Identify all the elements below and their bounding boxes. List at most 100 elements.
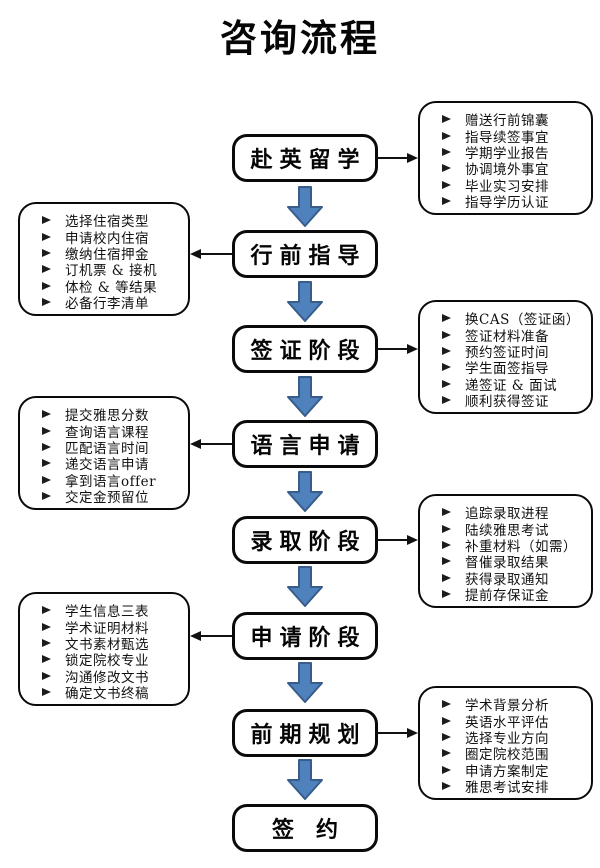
item-text: 确定文书终稿 [65,686,149,703]
list-item: 预约签证时间 [442,343,591,361]
arrow-bullet-icon [42,688,51,697]
arrow-bullet-icon [442,379,451,388]
list-item: 圈定院校范围 [442,745,591,764]
item-text: 交定金预留位 [65,490,149,507]
arrow-bullet-icon [42,442,51,451]
arrow-bullet-icon [442,314,451,323]
list-item: 体检 & 等结果 [42,278,188,296]
item-text: 雅思考试安排 [465,780,549,797]
item-text: 换CAS（签证函） [465,312,580,329]
list-item: 获得录取通知 [442,570,591,588]
panel-language-tasks: 提交雅思分数 查询语言课程 匹配语言时间 递交语言申请 拿到语言offer 交定… [18,396,190,510]
arrow-bullet-icon [442,180,451,189]
list-item: 选择住宿类型 [42,212,188,230]
item-text: 申请方案制定 [465,763,549,780]
step-box-language-application: 语言申请 [232,420,378,468]
list-item: 追踪录取进程 [442,504,591,523]
item-text: 指导续签事宜 [465,129,549,146]
item-text: 追踪录取进程 [465,506,549,523]
list-item: 提交雅思分数 [42,406,188,425]
arrow-bullet-icon [42,638,51,647]
step-label: 录取阶段 [250,530,367,555]
arrow-bullet-icon [42,655,51,664]
connector-left-arrow-icon [190,249,232,259]
item-text: 学生面签指导 [465,361,549,378]
item-text: 协调境外事宜 [465,162,549,179]
item-text: 拿到语言offer [65,473,157,490]
list-item: 申请校内住宿 [42,228,188,247]
item-text: 陆续雅思考试 [465,522,549,539]
item-text: 递交语言申请 [65,457,149,474]
list-item: 确定文书终稿 [42,684,188,703]
arrow-bullet-icon [442,508,451,517]
list-item: 签证材料准备 [442,326,591,345]
item-text: 学生信息三表 [65,604,149,621]
step-box-application-stage: 申请阶段 [232,612,378,660]
arrow-bullet-icon [42,426,51,435]
step-box-pre-departure: 行前指导 [232,230,378,278]
item-text: 赠送行前锦囊 [465,113,549,130]
list-item: 督催录取结果 [442,553,591,572]
arrow-bullet-icon [442,765,451,774]
arrow-bullet-icon [442,732,451,741]
list-item: 顺利获得签证 [442,392,591,410]
item-text: 提交雅思分数 [65,408,149,425]
list-item: 毕业实习安排 [442,177,591,195]
arrow-bullet-icon [442,396,451,405]
item-text: 毕业实习安排 [465,178,549,195]
item-text: 体检 & 等结果 [65,279,158,296]
item-text: 圈定院校范围 [465,747,549,764]
list-item: 指导学历认证 [442,193,591,211]
step-label: 赴英留学 [250,148,367,173]
list-item: 雅思考试安排 [442,778,591,797]
panel-planning-tasks: 学术背景分析 英语水平评估 选择专业方向 圈定院校范围 申请方案制定 雅思考试安… [418,686,593,800]
arrow-bullet-icon [42,492,51,501]
item-text: 缴纳住宿押金 [65,246,149,263]
down-arrow-icon [287,471,323,512]
list-item: 学术背景分析 [442,696,591,715]
item-text: 督催录取结果 [465,555,549,572]
list-item: 缴纳住宿押金 [42,245,188,263]
arrow-bullet-icon [42,622,51,631]
list-item: 学术证明材料 [42,618,188,637]
down-arrow-icon [287,281,323,322]
down-arrow-icon [287,376,323,417]
arrow-bullet-icon [42,298,51,307]
arrow-bullet-icon [42,671,51,680]
list-item: 锁定院校专业 [42,651,188,669]
connector-left-arrow-icon [190,631,232,641]
arrow-bullet-icon [442,749,451,758]
connector-right-arrow-icon [376,728,418,738]
item-text: 文书素材甄选 [65,636,149,653]
step-label: 行前指导 [250,244,367,269]
item-text: 选择专业方向 [465,730,549,747]
connector-right-arrow-icon [376,344,418,354]
item-text: 获得录取通知 [465,571,549,588]
list-item: 英语水平评估 [442,712,591,731]
arrow-bullet-icon [442,164,451,173]
connector-left-arrow-icon [190,439,232,449]
arrow-bullet-icon [442,700,451,709]
arrow-bullet-icon [42,248,51,257]
list-item: 补重材料（如需） [442,537,591,555]
list-item: 协调境外事宜 [442,160,591,179]
item-text: 学术背景分析 [465,698,549,715]
arrow-bullet-icon [442,557,451,566]
list-item: 递交语言申请 [42,455,188,474]
step-label: 前期规划 [250,723,367,748]
item-text: 学期学业报告 [465,145,549,162]
arrow-bullet-icon [442,363,451,372]
panel-visa-tasks: 换CAS（签证函） 签证材料准备 预约签证时间 学生面签指导 递签证 & 面试 … [418,300,593,414]
panel-after-arrival-services: 赠送行前锦囊 指导续签事宜 学期学业报告 协调境外事宜 毕业实习安排 指导学历认… [418,101,593,215]
arrow-bullet-icon [442,573,451,582]
arrow-bullet-icon [442,330,451,339]
arrow-bullet-icon [442,716,451,725]
item-text: 必备行李清单 [65,296,149,313]
arrow-bullet-icon [42,475,51,484]
list-item: 订机票 & 接机 [42,261,188,279]
step-box-admission-stage: 录取阶段 [232,516,378,564]
list-item: 拿到语言offer [42,472,188,490]
arrow-bullet-icon [42,265,51,274]
down-arrow-icon [287,186,323,227]
